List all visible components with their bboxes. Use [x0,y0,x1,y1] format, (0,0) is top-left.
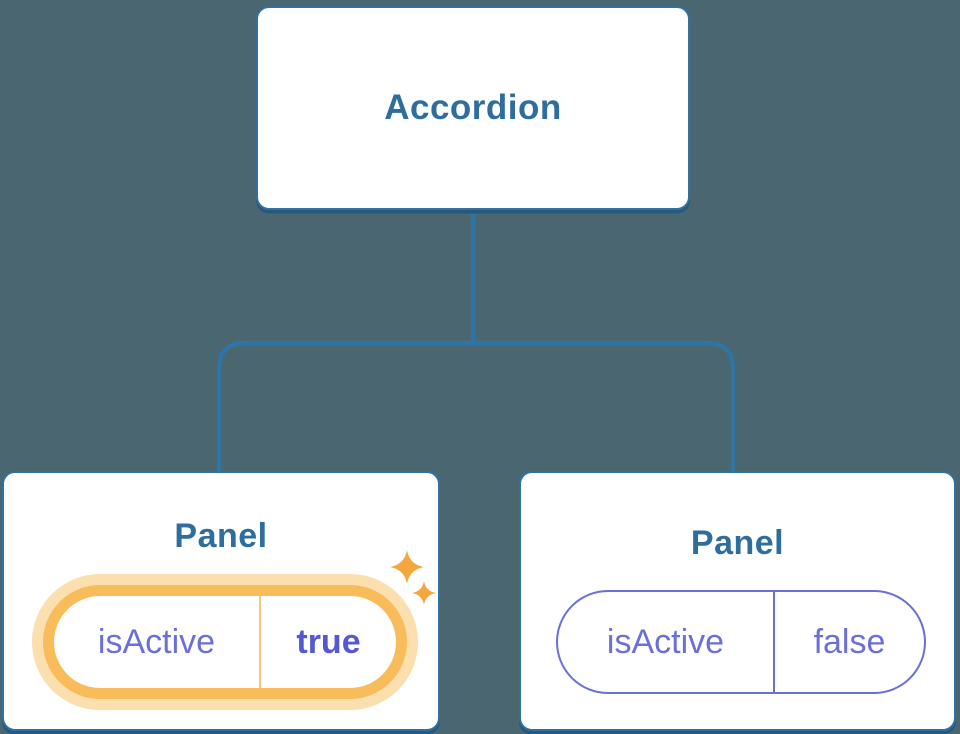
state-key-label: isActive [606,622,725,661]
state-pill-inactive: isActive false [556,590,926,694]
node-accordion-label: Accordion [384,88,562,127]
sparkle-icon [412,581,436,605]
state-value-label: false [813,622,886,661]
node-accordion: Accordion [256,6,690,210]
connector-branch [216,340,736,471]
state-key-label: isActive [97,622,216,661]
state-value-label: true [296,622,361,661]
pill-divider [259,596,261,688]
panel-active-title: Panel [174,517,268,555]
sparkle-icon [390,550,424,584]
panel-inactive-title: Panel [690,524,785,562]
state-pill-active: isActive true [43,585,407,699]
pill-divider [773,592,775,692]
node-panel-inactive: Panel isActive false [519,471,956,731]
node-panel-active: Panel isActive true [2,471,440,731]
